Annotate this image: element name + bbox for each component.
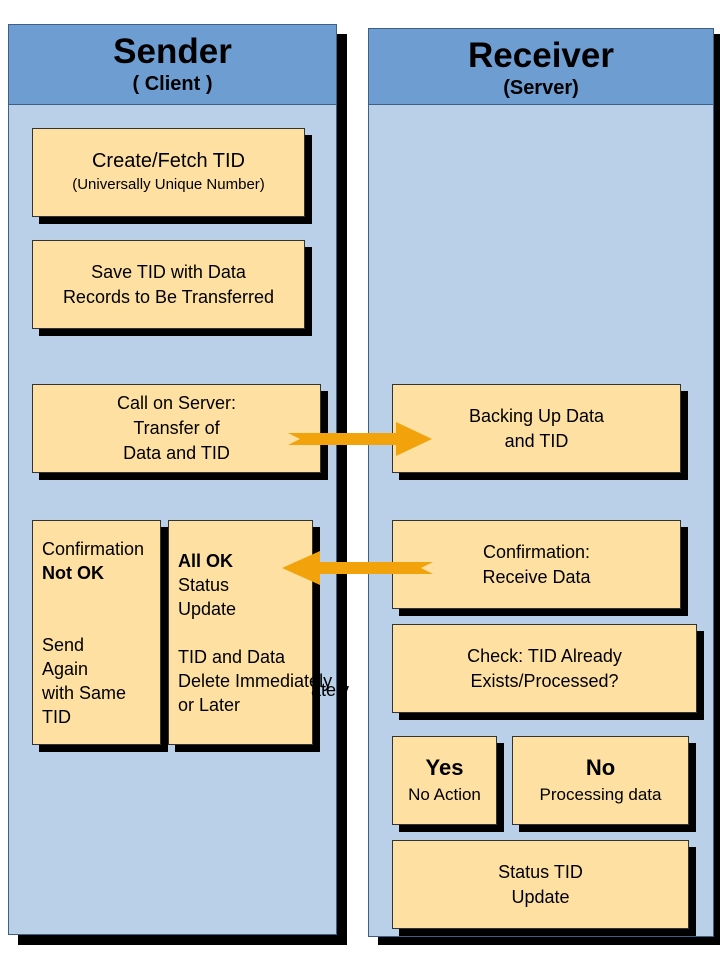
all-ok-line1: All OK	[178, 551, 234, 571]
status-tid-box: Status TID Update	[392, 840, 689, 929]
not-ok-line1: Confirmation	[42, 539, 145, 559]
save-tid-line2: Records to Be Transferred	[62, 286, 275, 307]
not-ok-line4: Again	[42, 659, 89, 679]
all-ok-line4: TID and Data	[178, 647, 286, 667]
create-tid-note: (Universally Unique Number)	[72, 176, 265, 193]
not-ok-line6: TID	[42, 707, 71, 727]
no-title: No	[585, 755, 616, 780]
call-server-line2: Transfer of	[133, 418, 220, 438]
receiver-subtitle: (Server)	[503, 77, 579, 99]
all-ok-line6: or Later	[178, 695, 241, 715]
status-line1: Status TID	[498, 861, 583, 882]
yes-title: Yes	[425, 755, 464, 780]
check-line1: Check: TID Already	[467, 645, 622, 666]
sender-header: Sender ( Client )	[9, 25, 336, 105]
confirmation-arrow	[282, 551, 433, 585]
yes-text: No Action	[408, 785, 481, 804]
confirmation-arrow-shape	[282, 551, 433, 585]
save-tid-line1: Save TID with Data	[91, 261, 246, 282]
confirm-line1: Confirmation:	[482, 541, 591, 562]
transfer-arrow	[288, 422, 432, 456]
no-box: No Processing data	[512, 736, 689, 825]
overflow-text: ately	[311, 680, 350, 700]
backup-line2: and TID	[504, 430, 569, 451]
create-tid-label: Create/Fetch TID	[91, 150, 246, 172]
not-ok-line5: with Same	[42, 683, 127, 703]
backup-data-box: Backing Up Data and TID	[392, 384, 681, 473]
yes-box: Yes No Action	[392, 736, 497, 825]
all-ok-line5: Delete Immediately	[178, 671, 333, 691]
backup-line1: Backing Up Data	[468, 405, 605, 426]
not-ok-line2: Not OK	[42, 563, 104, 583]
all-ok-line3: Update	[178, 599, 237, 619]
confirmation-not-ok-box: Confirmation Not OK Send Again with Same…	[32, 520, 161, 745]
all-ok-box: All OK Status Update TID and Data Delete…	[168, 520, 333, 745]
check-tid-box: Check: TID Already Exists/Processed?	[392, 624, 697, 713]
sender-subtitle: ( Client )	[132, 73, 213, 95]
create-tid-box: Create/Fetch TID (Universally Unique Num…	[32, 128, 305, 217]
call-server-line3: Data and TID	[123, 443, 230, 463]
confirmation-receive-box: Confirmation: Receive Data	[392, 520, 681, 609]
confirm-line2: Receive Data	[482, 566, 591, 587]
check-line2: Exists/Processed?	[470, 670, 619, 691]
call-server-box: Call on Server: Transfer of Data and TID	[32, 384, 321, 473]
no-text: Processing data	[539, 785, 662, 804]
call-server-line1: Call on Server:	[116, 393, 237, 413]
receiver-title: Receiver	[468, 36, 614, 75]
save-tid-box: Save TID with Data Records to Be Transfe…	[32, 240, 305, 329]
not-ok-line3: Send	[42, 635, 85, 655]
status-line2: Update	[511, 886, 570, 907]
sender-title: Sender	[113, 32, 232, 71]
all-ok-line2: Status	[178, 575, 230, 595]
transfer-arrow-shape	[288, 422, 432, 456]
receiver-header: Receiver (Server)	[369, 29, 713, 105]
